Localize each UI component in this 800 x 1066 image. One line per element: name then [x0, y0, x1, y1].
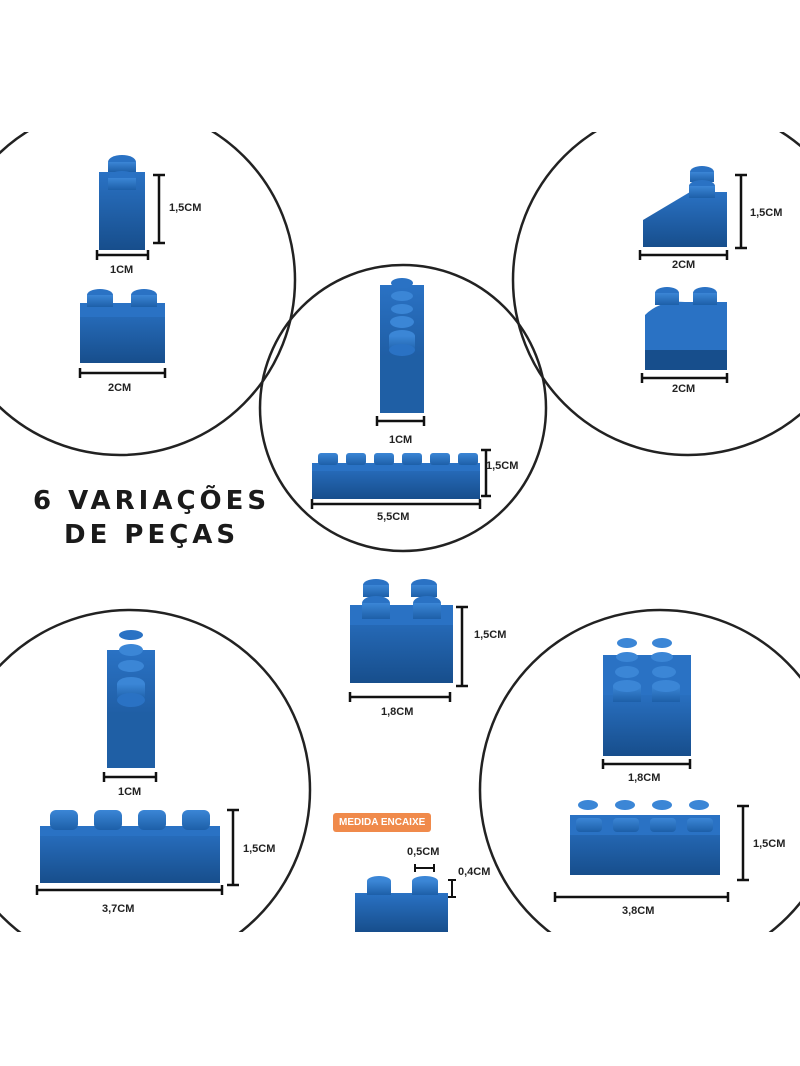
dim-label-bottom-right-top-width: 1,8CM [628, 772, 661, 784]
dim-label-top-right-height: 1,5CM [750, 207, 783, 219]
fit-measure-badge: MEDIDA ENCAIXE [333, 813, 432, 832]
dim-label-bottom-left-top-width: 1CM [118, 786, 142, 798]
dim-label-stud-width: 0,5CM [407, 846, 440, 858]
dim-line [553, 804, 749, 902]
brick-fit-detail [355, 876, 448, 932]
dim-label-top-right-width: 2CM [672, 259, 696, 271]
dim-label-top-left-bottom-width: 2CM [108, 382, 132, 394]
dim-label-bottom-right-height: 1,5CM [753, 838, 786, 850]
circle-top-left [0, 103, 297, 457]
dim-line [640, 373, 729, 383]
brick-2x1 [80, 289, 165, 363]
dim-line [95, 173, 165, 260]
dim-label-bottom-right-width: 3,8CM [622, 905, 655, 917]
brick-slope-front [645, 287, 727, 370]
brick-2x4-horizontal [570, 800, 720, 875]
dim-label-stud-height: 0,4CM [458, 866, 491, 878]
dim-line [102, 772, 158, 782]
brick-2x2 [350, 579, 453, 683]
brick-1x4-horizontal [40, 810, 220, 883]
dim-line [601, 759, 692, 769]
dim-line [78, 368, 167, 378]
title-line-1: 6 VARIAÇÕES [33, 486, 271, 516]
dim-label-center-height: 1,5CM [486, 460, 519, 472]
dim-label-bottom-left-height: 1,5CM [243, 843, 276, 855]
brick-1x4-vertical [107, 630, 155, 768]
dim-line [35, 808, 239, 895]
dim-line [310, 448, 491, 509]
brick-slope [643, 166, 727, 247]
dim-line [414, 864, 456, 898]
dim-label-top-left-width: 1CM [110, 264, 134, 276]
dim-label-center-width: 5,5CM [377, 511, 410, 523]
dim-label-center-top-width: 1CM [389, 434, 413, 446]
brick-1x6-horizontal [312, 453, 480, 499]
title-line-2: DE PEÇAS [64, 520, 240, 550]
dim-line [348, 605, 468, 702]
brick-1x6-vertical [380, 278, 424, 413]
circle-top-right [511, 103, 800, 457]
dim-label-square-width: 1,8CM [381, 706, 414, 718]
dim-line [375, 416, 426, 426]
brick-2x4-vertical [603, 638, 691, 756]
dim-label-top-right-bottom-width: 2CM [672, 383, 696, 395]
dim-line [638, 173, 747, 260]
circle-center [258, 263, 548, 553]
dim-label-top-left-height: 1,5CM [169, 202, 202, 214]
brick-1x1-tall [99, 155, 145, 250]
dim-label-square-height: 1,5CM [474, 629, 507, 641]
dim-label-bottom-left-width: 3,7CM [102, 903, 135, 915]
